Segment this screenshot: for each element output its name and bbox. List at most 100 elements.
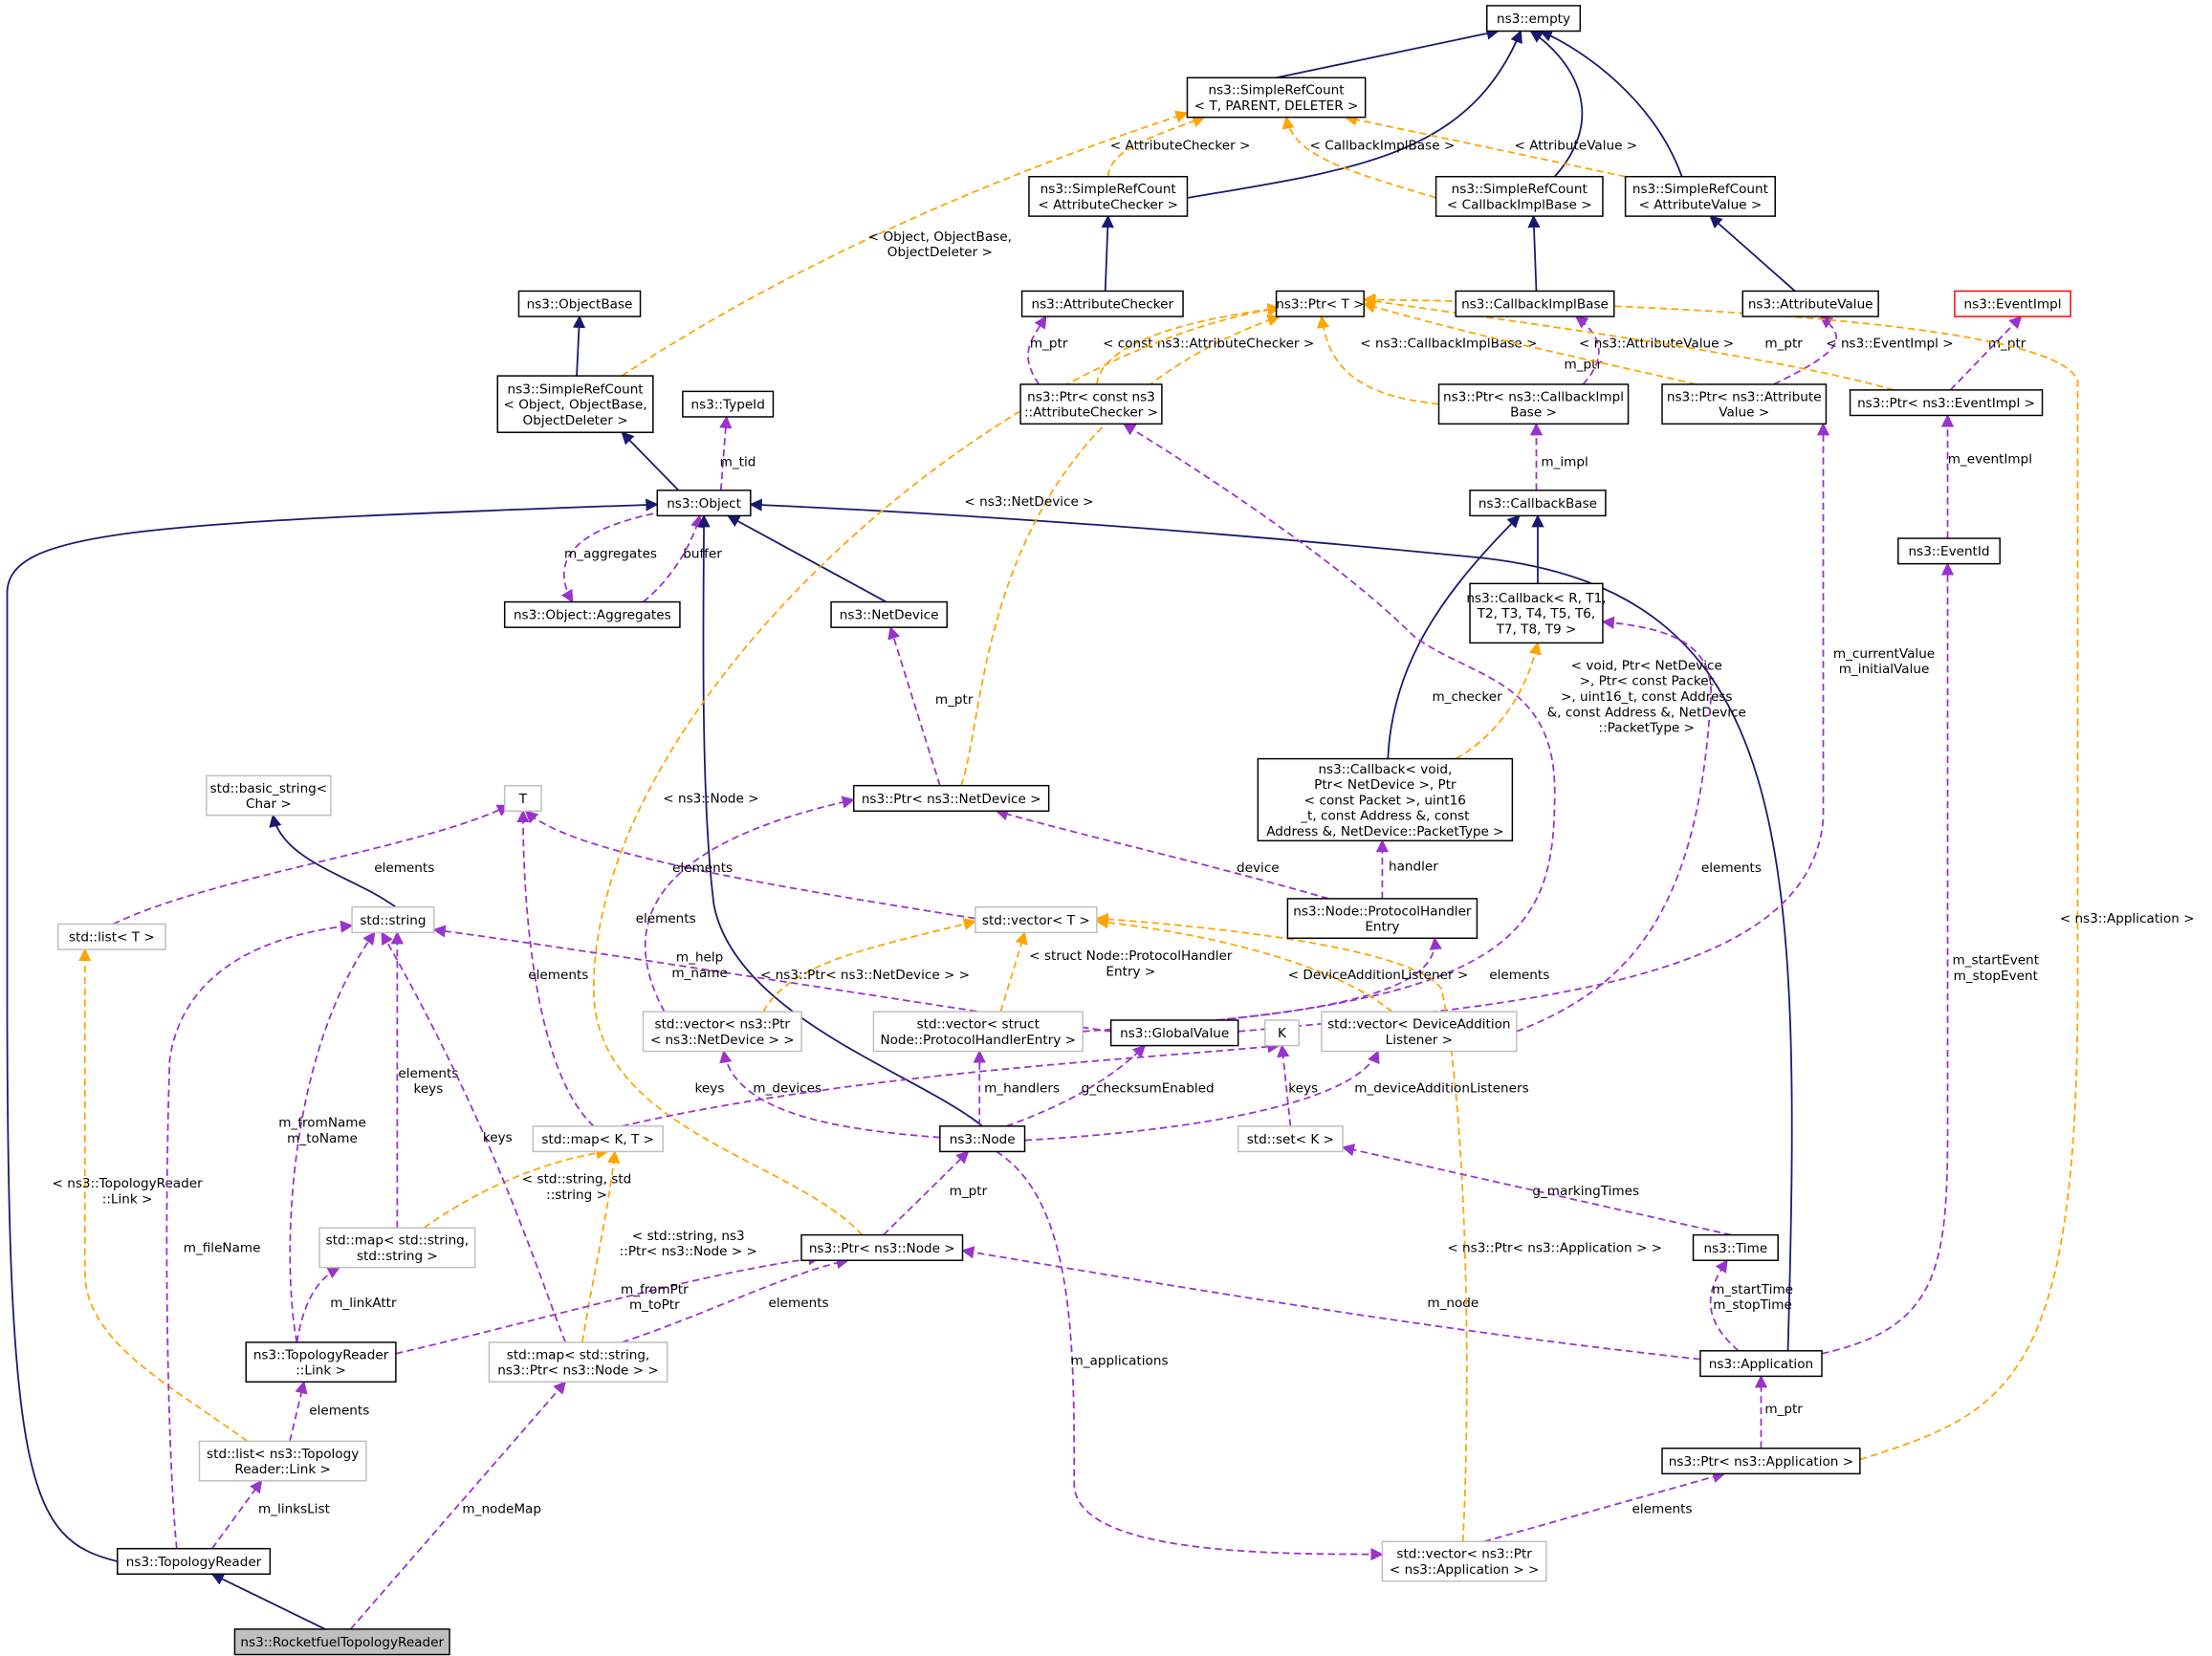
edge-inherit [210, 1573, 326, 1630]
class-node-T: T [503, 784, 542, 813]
edge-label: m_ptr [1764, 337, 1803, 352]
edge-usage: keys [381, 931, 567, 1343]
edge-label: >, Ptr< const Packet [1580, 674, 1714, 689]
edge-label: < void, Ptr< NetDevice [1571, 658, 1722, 673]
class-node-attrvalue[interactable]: ns3::AttributeValue [1741, 290, 1879, 317]
class-node-ptr-app[interactable]: ns3::Ptr< ns3::Application > [1661, 1448, 1861, 1475]
node-box [503, 784, 542, 813]
node-label: ns3::Time [1704, 1241, 1768, 1256]
edge-line [727, 514, 887, 603]
node-box [233, 1628, 450, 1656]
class-node-src-tpd[interactable]: ns3::SimpleRefCount< T, PARENT, DELETER … [1186, 76, 1367, 119]
edge-line [524, 810, 975, 920]
node-box [1286, 898, 1478, 940]
edge-line [1276, 27, 1500, 79]
class-node-ptr-t[interactable]: ns3::Ptr< T > [1275, 290, 1365, 317]
edge-template: < ns3::Ptr< ns3::NetDevice > > [760, 918, 977, 1013]
edge-inherit [572, 315, 586, 377]
edge-line [622, 1040, 1281, 1127]
edge-label: g_checksumEnabled [1082, 1080, 1215, 1096]
class-node-eventid[interactable]: ns3::EventId [1897, 537, 2001, 565]
edge-label: elements [1701, 861, 1762, 876]
class-node-ptr-ei[interactable]: ns3::Ptr< ns3::EventImpl > [1849, 389, 2044, 417]
class-node-netdevice[interactable]: ns3::NetDevice [830, 600, 948, 628]
class-node-eventimpl[interactable]: ns3::EventImpl [1954, 290, 2071, 317]
edge-label: m_toName [287, 1131, 358, 1146]
class-node-aggregates[interactable]: ns3::Object::Aggregates [503, 600, 681, 628]
class-node-globalvalue[interactable]: ns3::GlobalValue [1109, 1019, 1239, 1047]
node-label: < Object, ObjectBase, [504, 398, 647, 413]
node-label: T [518, 792, 528, 807]
class-node-src-ac[interactable]: ns3::SimpleRefCount< AttributeChecker > [1028, 175, 1189, 217]
node-label: < T, PARENT, DELETER > [1194, 98, 1359, 114]
edge-label: < std::string, std [522, 1172, 632, 1188]
edge-template: < std::string, std::string > [423, 1146, 632, 1229]
node-label: K [1278, 1026, 1287, 1041]
class-node-callback-void[interactable]: ns3::Callback< void,Ptr< NetDevice >, Pt… [1257, 757, 1514, 842]
edge-inherit [749, 498, 1793, 1351]
edge-line [1344, 113, 1626, 178]
node-box [1897, 537, 2001, 565]
edge-template: < ns3::AttributeValue > [1362, 300, 1734, 385]
edge-label: elements [528, 968, 588, 983]
edge-label: m_applications [1071, 1354, 1169, 1369]
class-node-list-t: std::list< T > [56, 923, 166, 950]
edge-usage: elements [622, 1256, 850, 1343]
class-node-src-cib[interactable]: ns3::SimpleRefCount< CallbackImplBase > [1435, 175, 1604, 217]
edge-inherit [1709, 215, 1796, 293]
edge-label: elements [1632, 1502, 1692, 1517]
class-node-empty[interactable]: ns3::empty [1486, 5, 1582, 33]
edge-label: ::PacketType > [1599, 721, 1695, 736]
node-label: Base > [1510, 405, 1557, 421]
edge-line [621, 431, 680, 491]
edge-label: >, uint16_t, const Address [1561, 689, 1733, 705]
class-node-node[interactable]: ns3::Node [939, 1125, 1026, 1153]
class-node-src-av[interactable]: ns3::SimpleRefCount< AttributeValue > [1624, 175, 1776, 217]
node-box [1381, 1540, 1547, 1582]
class-node-attrchecker[interactable]: ns3::AttributeChecker [1020, 290, 1184, 317]
edge-usage: m_ptr [1754, 1375, 1803, 1449]
node-label: ns3::Callback< void, [1318, 762, 1452, 777]
class-node-ptr-cib[interactable]: ns3::Ptr< ns3::CallbackImplBase > [1437, 383, 1630, 425]
node-label: ns3::SimpleRefCount [508, 381, 644, 397]
edge-label: < ns3::Ptr< ns3::NetDevice > > [760, 968, 970, 983]
edge-line [887, 625, 941, 786]
edge-line [1101, 214, 1114, 292]
edge-usage: m_linksList [211, 1479, 330, 1550]
class-node-callbackbase[interactable]: ns3::CallbackBase [1469, 490, 1607, 517]
class-node-topologyreader[interactable]: ns3::TopologyReader [117, 1547, 272, 1576]
node-box [682, 390, 775, 418]
class-node-link[interactable]: ns3::TopologyReader::Link > [245, 1341, 397, 1384]
class-node-ptr-nd[interactable]: ns3::Ptr< ns3::NetDevice > [852, 784, 1050, 813]
node-box [872, 1011, 1084, 1053]
node-label: T2, T3, T4, T5, T6, [1477, 606, 1596, 621]
edge-label: m_fileName [184, 1240, 261, 1255]
edge-label: m_ptr [935, 692, 974, 708]
node-label: ns3::Ptr< ns3::EventImpl > [1857, 396, 2035, 411]
class-node-objectbase[interactable]: ns3::ObjectBase [517, 290, 642, 317]
class-node-typeid[interactable]: ns3::TypeId [682, 390, 775, 418]
node-label: ns3::Ptr< T > [1276, 297, 1364, 313]
edge-label: elements [309, 1403, 369, 1418]
node-box [1624, 175, 1776, 217]
node-box [830, 600, 948, 628]
node-box [1661, 383, 1828, 425]
class-node-time[interactable]: ns3::Time [1692, 1233, 1779, 1261]
node-box [656, 490, 752, 517]
node-label: < const Packet >, uint16 [1304, 793, 1466, 808]
edge-label: m_name [671, 966, 728, 981]
class-node-application[interactable]: ns3::Application [1699, 1350, 1823, 1378]
class-node-ptr-cac[interactable]: ns3::Ptr< const ns3::AttributeChecker > [1019, 383, 1163, 425]
edge-label: g_markingTimes [1532, 1184, 1639, 1199]
class-node-ptr-av[interactable]: ns3::Ptr< ns3::AttributeValue > [1661, 383, 1828, 425]
node-box [1435, 175, 1604, 217]
class-node-object[interactable]: ns3::Object [656, 490, 752, 517]
class-node-phe[interactable]: ns3::Node::ProtocolHandlerEntry [1286, 898, 1478, 940]
class-node-cib[interactable]: ns3::CallbackImplBase [1455, 290, 1615, 317]
class-node-callback-r[interactable]: ns3::Callback< R, T1,T2, T3, T4, T5, T6,… [1466, 582, 1607, 644]
class-node-src-obj[interactable]: ns3::SimpleRefCount< Object, ObjectBase,… [496, 375, 654, 433]
edge-usage: m_fileName [165, 920, 354, 1549]
edge-label: elements [672, 861, 733, 876]
class-node-ptr-node[interactable]: ns3::Ptr< ns3::Node > [800, 1233, 964, 1261]
